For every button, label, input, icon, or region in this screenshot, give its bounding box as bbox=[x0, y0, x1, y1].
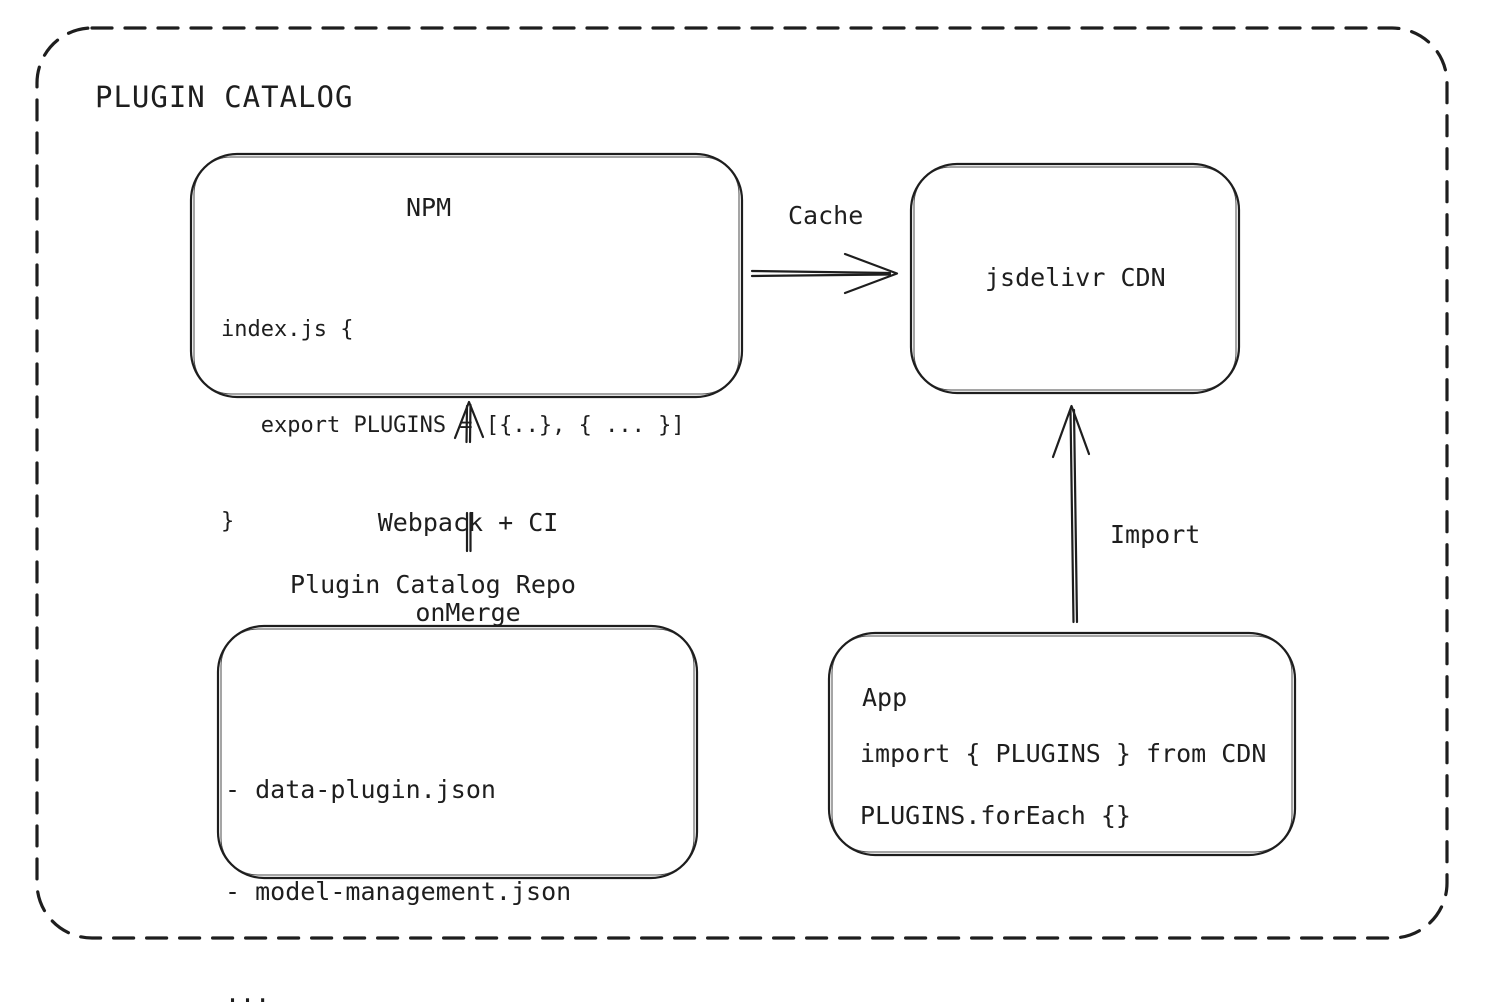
import-arrow-shaft-echo bbox=[1072, 408, 1079, 624]
repo-file-list: - data-plugin.json - model-management.js… bbox=[225, 705, 571, 1002]
repo-box bbox=[216, 624, 699, 880]
repo-file-item: - data-plugin.json bbox=[225, 775, 496, 804]
app-box-title: App bbox=[862, 683, 908, 712]
build-arrow bbox=[453, 400, 485, 553]
npm-code-block: index.js { export PLUGINS = [{..}, { ...… bbox=[221, 250, 685, 602]
repo-box-outline bbox=[216, 624, 699, 880]
build-arrow-head bbox=[453, 400, 485, 440]
repo-file-item: ... bbox=[225, 979, 271, 1002]
cdn-box bbox=[909, 162, 1241, 395]
npm-code-line: export PLUGINS = [{..}, { ... }] bbox=[221, 413, 685, 438]
build-arrow-label-line: onMerge bbox=[415, 598, 521, 627]
cache-arrow bbox=[750, 252, 899, 295]
app-code-line: PLUGINS.forEach {} bbox=[860, 801, 1131, 830]
cdn-box-label: jsdelivr CDN bbox=[985, 263, 1166, 292]
import-arrow-shaft bbox=[1069, 408, 1075, 624]
npm-box-sketch-echo bbox=[193, 156, 740, 395]
cache-arrow-head bbox=[843, 252, 899, 295]
diagram-title: PLUGIN CATALOG bbox=[95, 80, 354, 114]
repo-box-sketch-echo bbox=[220, 628, 695, 876]
catalog-boundary bbox=[35, 26, 1449, 940]
import-arrow-label: Import bbox=[1110, 520, 1201, 549]
cache-arrow-shaft bbox=[750, 269, 892, 275]
npm-code-line: } bbox=[221, 509, 235, 534]
cdn-box-outline bbox=[909, 162, 1241, 395]
build-arrow-label-line: Webpack + CI bbox=[377, 508, 559, 537]
import-arrow-head bbox=[1051, 404, 1091, 459]
app-code-line: import { PLUGINS } from CDN bbox=[860, 739, 1267, 768]
build-arrow-label: Webpack + CI onMerge bbox=[318, 448, 618, 688]
npm-box-title: NPM bbox=[406, 193, 452, 222]
cache-arrow-shaft-echo bbox=[750, 273, 892, 278]
import-arrow bbox=[1051, 404, 1091, 624]
app-box-outline bbox=[827, 631, 1297, 857]
npm-box bbox=[189, 152, 744, 399]
repo-box-caption: Plugin Catalog Repo bbox=[290, 570, 576, 599]
cdn-box-sketch-echo bbox=[913, 166, 1237, 391]
build-arrow-upper-shaft-echo bbox=[468, 403, 472, 444]
build-arrow-upper-shaft bbox=[465, 404, 469, 444]
npm-box-outline bbox=[189, 152, 744, 399]
app-box bbox=[827, 631, 1297, 857]
npm-code-line: index.js { bbox=[221, 317, 354, 342]
app-box-sketch-echo bbox=[831, 635, 1293, 853]
cache-arrow-label: Cache bbox=[788, 201, 864, 230]
repo-file-item: - model-management.json bbox=[225, 877, 572, 906]
